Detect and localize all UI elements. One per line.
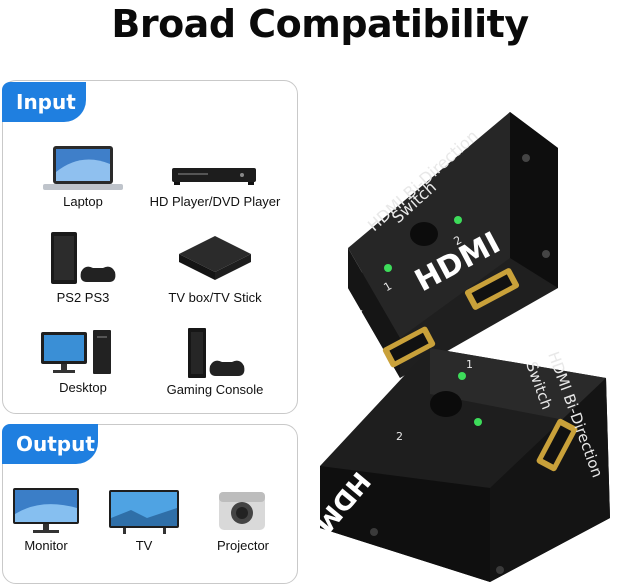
input-label: Input bbox=[2, 82, 86, 122]
input-item-label: TV box/TV Stick bbox=[168, 290, 262, 305]
output-item-projector: Projector bbox=[198, 486, 288, 556]
output-item-monitor: Monitor bbox=[6, 486, 86, 556]
input-item-laptop: Laptop bbox=[18, 140, 148, 212]
output-item-tv: TV bbox=[104, 486, 184, 556]
bottom-port-1-label: 1 bbox=[466, 358, 473, 371]
input-item-label: HD Player/DVD Player bbox=[149, 194, 281, 209]
tv-box-icon bbox=[179, 236, 251, 280]
input-item-desktop: Desktop bbox=[18, 326, 148, 398]
projector-icon bbox=[219, 492, 265, 530]
input-item-label: Desktop bbox=[59, 380, 107, 395]
gaming-console-icon bbox=[188, 328, 245, 378]
dvd-player-icon bbox=[172, 168, 256, 185]
input-item-gaming-console: Gaming Console bbox=[140, 326, 290, 398]
input-item-tv-box: TV box/TV Stick bbox=[140, 226, 290, 306]
page-title: Broad Compatibility bbox=[111, 2, 529, 46]
input-item-ps2-ps3: PS2 PS3 bbox=[18, 226, 148, 306]
monitor-icon bbox=[13, 488, 79, 533]
bottom-port-2-label: 2 bbox=[396, 430, 403, 443]
output-label: Output bbox=[2, 424, 98, 464]
desktop-computer-icon bbox=[41, 330, 111, 374]
hdmi-switch-bottom: HDMI Bi-Direction Switch HDMI 1 2 bbox=[302, 348, 610, 582]
output-item-label: Monitor bbox=[24, 538, 68, 553]
input-item-label: Laptop bbox=[63, 194, 103, 209]
input-item-label: PS2 PS3 bbox=[56, 290, 110, 305]
hdmi-switch-illustration: HDMI Bi-Direction Switch HDMI 4K 1 2 HDM… bbox=[302, 112, 610, 582]
game-console-icon bbox=[51, 232, 116, 284]
hdmi-switch-top: HDMI Bi-Direction Switch HDMI 4K 1 2 bbox=[344, 112, 558, 378]
output-item-label: TV bbox=[135, 538, 153, 553]
input-item-dvd-player: HD Player/DVD Player bbox=[140, 140, 290, 212]
tv-icon bbox=[109, 490, 179, 534]
laptop-icon bbox=[43, 146, 123, 190]
output-item-label: Projector bbox=[216, 538, 270, 553]
input-item-label: Gaming Console bbox=[166, 382, 264, 397]
